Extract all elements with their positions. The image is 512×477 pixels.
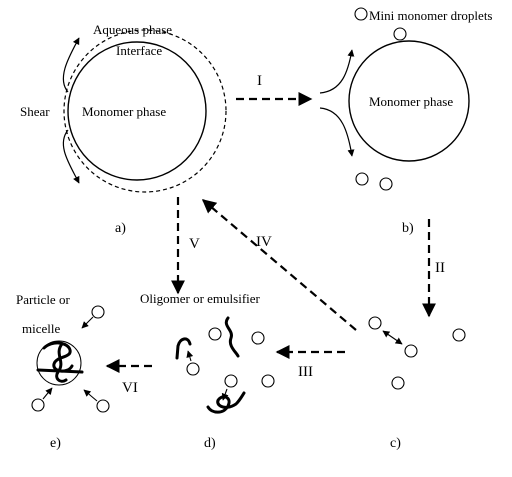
- step-IV-arrow: [201, 199, 357, 331]
- mini-droplet: [355, 172, 369, 186]
- panel-b-label: b): [402, 221, 414, 236]
- mini-droplet: [393, 27, 407, 41]
- shear-arrow-down: [62, 129, 80, 184]
- oligomer-chain: [224, 316, 240, 358]
- oligomer-or-emulsifier-label: Oligomer or emulsifier: [140, 291, 261, 306]
- panel-a: Aqueous phase Interface Monomer phase Sh…: [20, 22, 227, 236]
- split-arrow-down: [319, 107, 355, 157]
- droplet: [186, 362, 200, 376]
- monomer-phase-circle-b: [348, 40, 470, 162]
- droplet: [251, 331, 265, 345]
- droplet: [404, 344, 418, 358]
- interface-label: Interface: [116, 43, 162, 58]
- oligomer-coil: [206, 391, 246, 414]
- panel-e-label: e): [50, 436, 61, 451]
- step-II-label: II: [435, 260, 445, 276]
- panel-b: Mini monomer droplets Monomer phase b): [319, 7, 493, 236]
- droplet: [91, 305, 105, 319]
- attach-arrow: [221, 388, 229, 401]
- step-VI-label: VI: [122, 380, 138, 396]
- panel-a-label: a): [115, 221, 126, 236]
- attach-arrow: [186, 350, 194, 362]
- particle-coil: [42, 341, 74, 383]
- droplet: [261, 374, 275, 388]
- panel-c: c): [368, 316, 466, 451]
- droplet: [391, 376, 405, 390]
- split-arrow-up: [319, 49, 355, 94]
- interface-circle: [63, 29, 227, 193]
- step-III-label: III: [298, 364, 313, 380]
- particle-micelle: [36, 340, 82, 386]
- panel-d-label: d): [204, 436, 216, 451]
- mini-droplet: [379, 177, 393, 191]
- attach-arrow: [42, 387, 53, 400]
- droplet: [368, 316, 382, 330]
- monomer-phase-label-a: Monomer phase: [82, 104, 166, 119]
- shear-label: Shear: [20, 104, 50, 119]
- step-V-label: V: [189, 236, 200, 252]
- monomer-phase-circle-a: [67, 41, 207, 181]
- monomer-phase-label-b: Monomer phase: [369, 94, 453, 109]
- panel-d: Oligomer or emulsifier d): [140, 291, 275, 451]
- mini-droplet: [354, 7, 368, 21]
- droplet: [208, 327, 222, 341]
- step-I-label: I: [257, 73, 262, 89]
- oligomer-chain: [175, 337, 192, 360]
- attach-arrow: [81, 316, 94, 329]
- aqueous-phase-label: Aqueous phase: [93, 22, 172, 37]
- panel-c-label: c): [390, 436, 401, 451]
- particle-chain: [36, 368, 84, 374]
- droplet: [452, 328, 466, 342]
- micelle-label: micelle: [22, 321, 60, 336]
- droplet: [31, 398, 45, 412]
- mini-monomer-droplets-label: Mini monomer droplets: [369, 8, 493, 23]
- shear-arrow-up: [62, 37, 80, 93]
- attach-arrow: [83, 389, 98, 402]
- diffusion-arrow: [382, 330, 403, 345]
- droplet: [96, 399, 110, 413]
- particle-or-label: Particle or: [16, 292, 70, 307]
- droplet: [224, 374, 238, 388]
- step-IV-label: IV: [256, 234, 272, 250]
- panel-e: Particle or micelle e): [16, 292, 110, 451]
